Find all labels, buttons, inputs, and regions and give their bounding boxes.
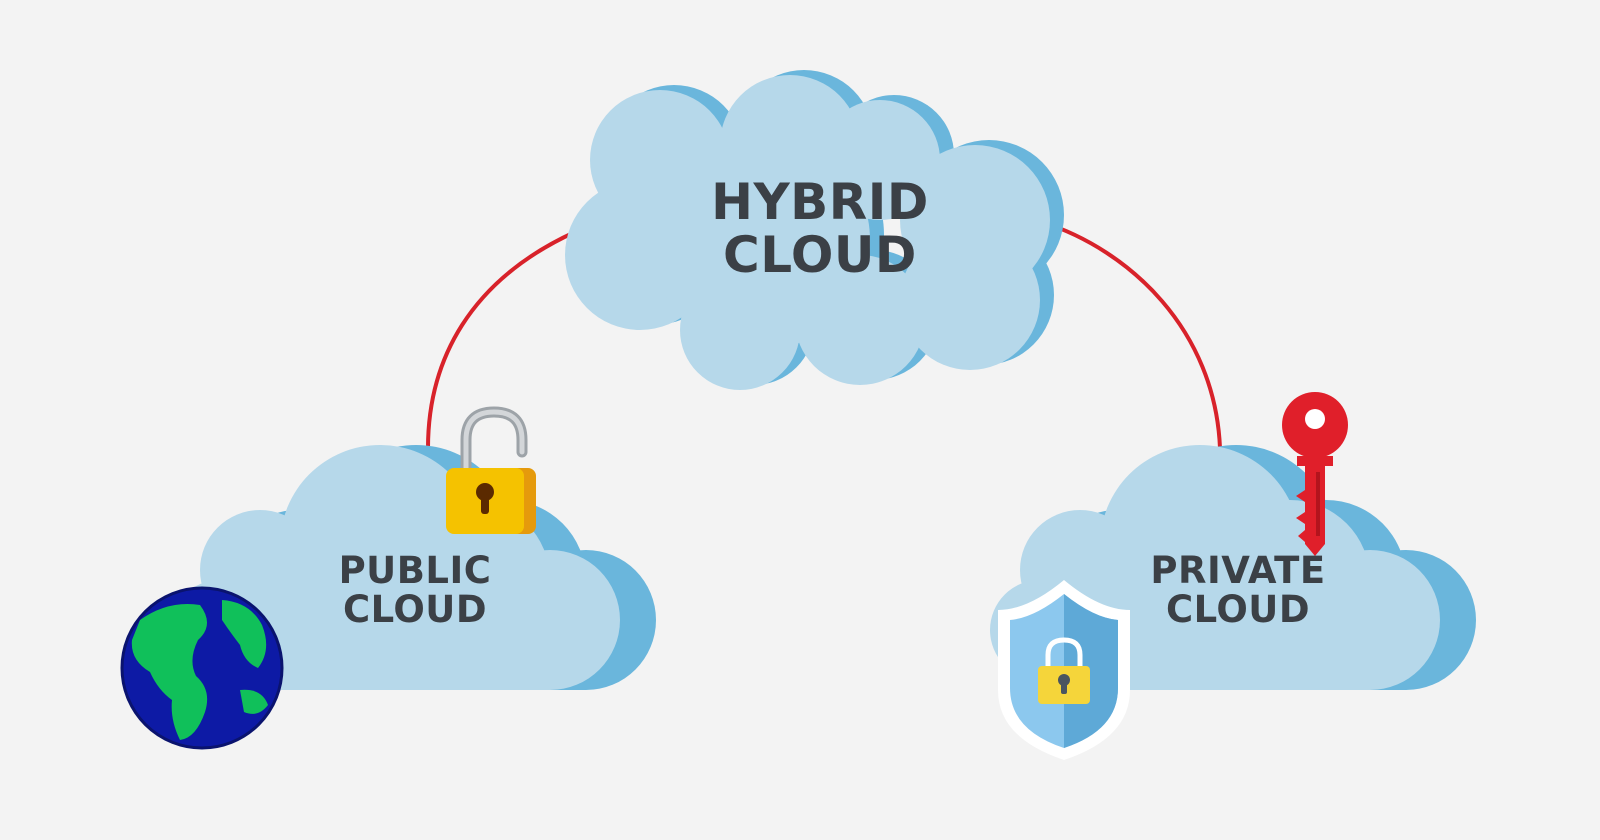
private-cloud-label-line2: CLOUD: [1165, 587, 1311, 631]
hybrid-cloud-label: HYBRID CLOUD: [670, 176, 970, 281]
public-cloud-label: PUBLIC CLOUD: [315, 549, 515, 631]
globe-icon: [120, 586, 284, 750]
private-cloud: [990, 445, 1476, 690]
connector-hybrid-to-private: [1041, 220, 1222, 449]
shield-lock-icon: [998, 580, 1130, 760]
hybrid-cloud-label-line1: HYBRID: [711, 173, 929, 231]
connector-hybrid-to-public: [426, 230, 576, 449]
private-cloud-label: PRIVATE CLOUD: [1128, 549, 1348, 631]
hybrid-cloud: [565, 70, 1064, 390]
public-cloud-label-line1: PUBLIC: [338, 549, 492, 592]
hybrid-cloud-label-line2: CLOUD: [723, 225, 917, 284]
key-icon: [1282, 392, 1348, 556]
private-cloud-label-line1: PRIVATE: [1150, 549, 1326, 592]
public-cloud-label-line2: CLOUD: [342, 587, 488, 631]
open-padlock-icon: [446, 406, 536, 534]
